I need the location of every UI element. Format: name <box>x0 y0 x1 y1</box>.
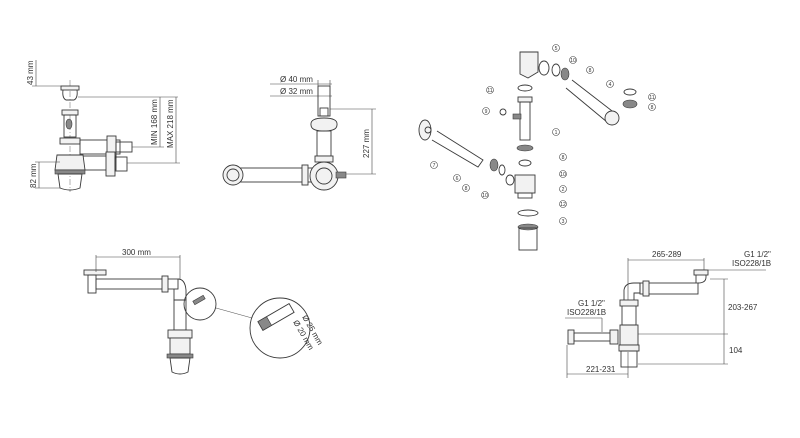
dim-min-168mm: MIN 168 mm <box>150 99 159 145</box>
dim-82mm: 82 mm <box>29 163 38 188</box>
callout: 8 <box>651 105 654 111</box>
standard-top: ISO228/1B <box>732 259 771 268</box>
thread-top: G1 1/2" <box>744 250 771 259</box>
callout: 3 <box>562 219 565 225</box>
dim-dia-32mm: Ø 32 mm <box>280 87 313 96</box>
callout: 2 <box>562 187 565 193</box>
thread-left: G1 1/2" <box>578 299 605 308</box>
dim-227mm: 227 mm <box>362 129 371 158</box>
dim-203-267: 203-267 <box>728 303 758 312</box>
callout: 8 <box>465 186 468 192</box>
callout: 11 <box>487 88 492 94</box>
dim-300mm: 300 mm <box>122 248 151 257</box>
callout: 8 <box>562 155 565 161</box>
installation-view: 265-289 G1 1/2" ISO228/1B 203-267 104 G1… <box>565 250 771 378</box>
detail-view: 300 mm Ø 25 mm Ø 20 mm <box>83 248 325 375</box>
side-view: 43 mm MIN 168 mm MAX 218 mm 82 mm <box>26 60 180 192</box>
callout: 9 <box>485 109 488 115</box>
callout: 10 <box>570 58 576 64</box>
dim-max-218mm: MAX 218 mm <box>166 99 175 148</box>
callout: 10 <box>482 193 488 199</box>
dim-265-289: 265-289 <box>652 250 682 259</box>
exploded-view: 5 10 8 4 11 8 11 9 1 8 10 2 12 3 7 6 8 1… <box>418 44 656 251</box>
callout: 4 <box>609 82 612 88</box>
dim-221-231: 221-231 <box>586 365 616 374</box>
callout: 10 <box>560 172 566 178</box>
callouts: 5 10 8 4 11 8 11 9 1 8 10 2 12 3 7 6 8 1… <box>430 44 656 225</box>
front-view: Ø 40 mm Ø 32 mm 227 mm <box>222 75 376 191</box>
callout: 8 <box>589 68 592 74</box>
callout: 5 <box>555 46 558 52</box>
dim-104: 104 <box>729 346 743 355</box>
callout: 6 <box>456 176 459 182</box>
standard-left: ISO228/1B <box>567 308 606 317</box>
callout: 11 <box>649 95 654 101</box>
callout: 1 <box>555 130 558 136</box>
callout: 7 <box>433 163 436 169</box>
callout: 12 <box>560 202 566 208</box>
dim-43mm: 43 mm <box>26 60 35 85</box>
dim-dia-40mm: Ø 40 mm <box>280 75 313 84</box>
